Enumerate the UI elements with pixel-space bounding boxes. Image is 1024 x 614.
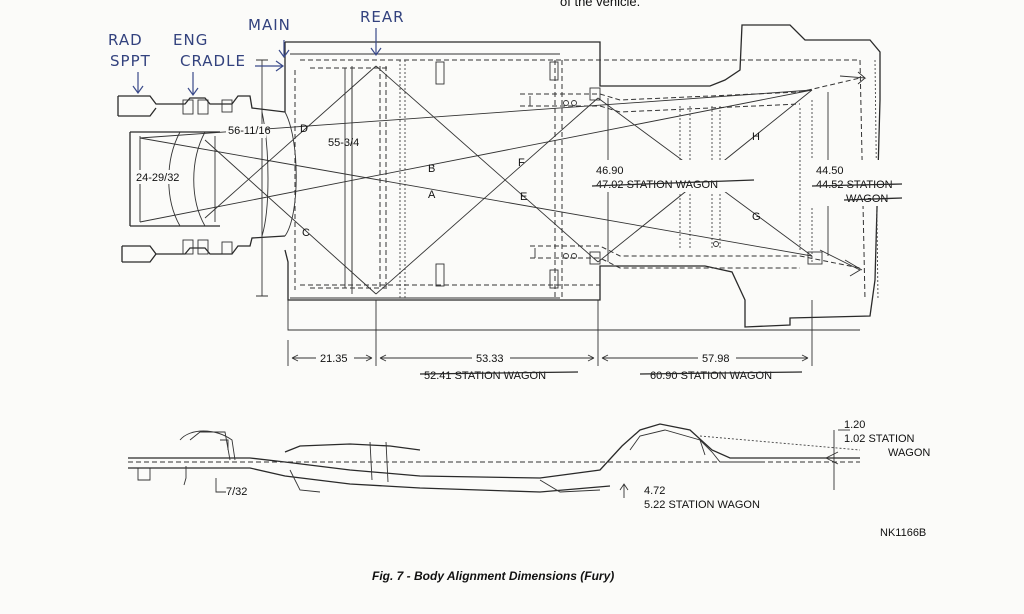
diag-label-h: H	[752, 131, 760, 143]
dim-4-72: 4.72	[644, 485, 665, 497]
hw-cradle: CRADLE	[180, 52, 246, 70]
frame-side-view: 7/32 1.20 1.02 STATION WAGON 4.72 5.22 S…	[128, 419, 930, 511]
dim-52-41-station-wagon: 52.41 STATION WAGON	[424, 370, 546, 382]
handwritten-annotations: RAD SPPT ENG CRADLE MAIN REAR	[108, 8, 405, 97]
dim-1-20: 1.20	[844, 419, 865, 431]
diag-label-a: A	[428, 189, 436, 201]
frame-top-view: A B C D E F G H 56-11/16 55-3/4 24-29/32…	[117, 24, 904, 382]
dim-7-32: 7/32	[226, 486, 247, 498]
diag-label-e: E	[520, 191, 527, 203]
dim-1-02-station: 1.02 STATION	[844, 433, 915, 445]
diag-label-b: B	[428, 163, 435, 175]
diag-label-f: F	[518, 157, 525, 169]
dim-24-29-32: 24-29/32	[136, 172, 179, 184]
dim-57-98: 57.98	[702, 353, 730, 365]
dim-1-02-wagon: WAGON	[888, 447, 930, 459]
dim-60-90-station-wagon: 60.90 STATION WAGON	[650, 370, 772, 382]
part-number: NK1166B	[880, 527, 926, 539]
diag-label-c: C	[302, 227, 310, 239]
dim-53-33: 53.33	[476, 353, 504, 365]
dim-55-3-4: 55-3/4	[328, 137, 359, 149]
diag-label-g: G	[752, 211, 761, 223]
dim-44-50: 44.50	[816, 165, 844, 177]
hw-rear: REAR	[360, 8, 405, 26]
diag-label-d: D	[300, 123, 308, 135]
dim-21-35: 21.35	[320, 353, 348, 365]
dim-46-90: 46.90	[596, 165, 624, 177]
dim-5-22-station-wagon: 5.22 STATION WAGON	[644, 499, 760, 511]
hw-eng: ENG	[173, 31, 208, 49]
hw-main: MAIN	[248, 16, 291, 34]
header-fragment: of the vehicle.	[560, 0, 640, 9]
dim-56-11-16: 56-11/16	[228, 125, 271, 137]
figure-caption: Fig. 7 - Body Alignment Dimensions (Fury…	[372, 569, 614, 583]
hw-sppt: SPPT	[110, 52, 151, 70]
hw-rad: RAD	[108, 31, 143, 49]
